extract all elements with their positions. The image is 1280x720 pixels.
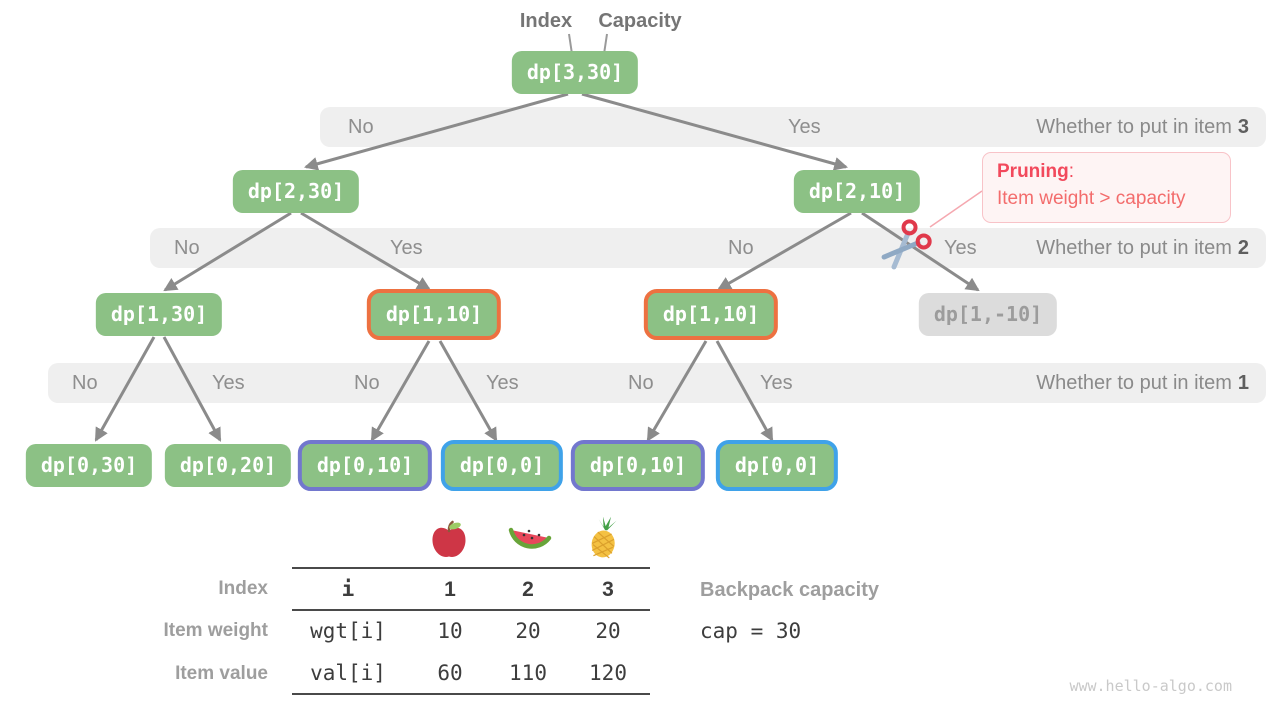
decision-band-item1: No Yes No Yes No Yes Whether to put in i…: [48, 363, 1266, 403]
backpack-capacity-label: Backpack capacity: [700, 579, 880, 601]
choice-no: No: [628, 372, 654, 394]
table-val-1: 60: [437, 661, 463, 685]
choice-no: No: [354, 372, 380, 394]
scissors-icon: [881, 219, 932, 270]
choice-yes: Yes: [390, 237, 423, 259]
tree-node-dp-0-30: dp[0,30]: [25, 444, 153, 487]
table-wgt-var: wgt[i]: [310, 619, 386, 643]
capacity-pointer-label: Capacity: [598, 10, 682, 32]
pointer-ticks: [568, 33, 608, 55]
edge-210-yes-pruned: [861, 211, 980, 292]
table-header-i: i: [341, 577, 355, 601]
index-pointer-label: Index: [519, 10, 573, 32]
tree-node-dp-1-10-b: dp[1,10]: [643, 289, 779, 340]
tree-node-dp-1-10-a: dp[1,10]: [366, 289, 502, 340]
choice-no: No: [348, 116, 374, 138]
tree-node-dp-2-10: dp[2,10]: [793, 170, 921, 213]
row-label-item-value: Item value: [175, 663, 268, 684]
tree-node-dp-0-0-b: dp[0,0]: [715, 440, 839, 491]
watermark: www.hello-algo.com: [1069, 677, 1232, 695]
watermelon-icon: [507, 522, 553, 563]
table-val-2: 110: [509, 661, 547, 685]
table-val-3: 120: [589, 661, 627, 685]
choice-no: No: [728, 237, 754, 259]
table-wgt-1: 10: [437, 619, 463, 643]
table-header-3: 3: [602, 578, 614, 601]
row-label-item-weight: Item weight: [163, 620, 268, 641]
pruning-title: Pruning:: [997, 161, 1075, 182]
pineapple-icon: [584, 516, 624, 565]
choice-no: No: [72, 372, 98, 394]
tree-node-dp-3-30: dp[3,30]: [511, 51, 639, 94]
backpack-capacity-value: cap = 30: [700, 619, 802, 643]
edge-110a-no: [370, 340, 431, 442]
edge-210-no: [717, 211, 852, 291]
tree-node-dp-0-10-a: dp[0,10]: [297, 440, 433, 491]
tree-node-dp-0-10-b: dp[0,10]: [570, 440, 706, 491]
row-label-index: Index: [218, 578, 268, 599]
tree-node-dp-0-20: dp[0,20]: [164, 444, 292, 487]
apple-icon: [430, 520, 468, 565]
index-pointer-tick: [568, 33, 573, 55]
choice-yes: Yes: [486, 372, 519, 394]
tree-edges: [94, 92, 980, 442]
tree-node-dp-2-30: dp[2,30]: [232, 170, 360, 213]
choice-yes: Yes: [788, 116, 821, 138]
edge-230-no: [163, 211, 292, 292]
table-rule-middle: [292, 609, 650, 611]
choice-yes: Yes: [760, 372, 793, 394]
edge-130-yes: [162, 336, 222, 442]
edge-110b-yes: [715, 340, 774, 442]
pruning-body: Item weight > capacity: [997, 188, 1186, 209]
table-rule-bottom: [292, 693, 650, 695]
edge-root-no: [304, 92, 569, 171]
edge-110b-no: [646, 340, 708, 442]
choice-no: No: [174, 237, 200, 259]
choice-yes: Yes: [944, 237, 977, 259]
capacity-pointer-tick: [603, 33, 608, 55]
edge-110a-yes: [438, 340, 498, 442]
table-rule-top: [292, 567, 650, 569]
tree-node-dp-0-0-a: dp[0,0]: [440, 440, 564, 491]
edge-230-yes: [300, 211, 431, 291]
edge-130-no: [94, 336, 156, 442]
edge-root-yes: [581, 92, 848, 171]
table-wgt-3: 20: [595, 619, 621, 643]
tree-node-dp-1-neg10-pruned: dp[1,-10]: [918, 293, 1058, 336]
pruning-callout: Pruning: Item weight > capacity: [982, 152, 1231, 223]
table-val-var: val[i]: [310, 661, 386, 685]
tree-node-dp-1-30: dp[1,30]: [95, 293, 223, 336]
choice-yes: Yes: [212, 372, 245, 394]
table-header-2: 2: [522, 578, 534, 601]
pruning-connector-line: [929, 190, 983, 228]
table-header-1: 1: [444, 578, 456, 601]
table-wgt-2: 20: [515, 619, 541, 643]
